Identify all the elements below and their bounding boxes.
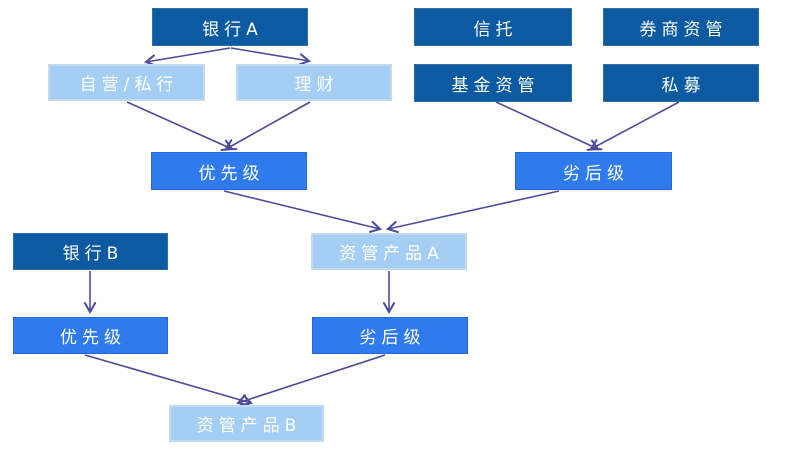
arrow-bank-a-to-proprietary [146, 47, 231, 62]
arrow-private-fund-to-subordinate-1 [591, 101, 680, 149]
node-senior-tranche-2: 优先级 [13, 317, 168, 354]
node-fund-asset-mgmt: 基金资管 [414, 64, 572, 102]
arrow-wealth-to-senior-1 [226, 101, 311, 149]
node-am-product-a: 资管产品A [311, 233, 467, 270]
node-subordinate-tranche-1: 劣后级 [515, 152, 672, 190]
arrow-senior-1-to-am-product-a [223, 190, 380, 229]
node-bank-a: 银行A [152, 8, 308, 46]
node-wealth-mgmt: 理财 [236, 64, 392, 101]
arrow-proprietary-to-senior-1 [126, 101, 232, 149]
node-am-product-b: 资管产品B [169, 405, 324, 442]
arrow-senior-2-to-am-product-b [84, 354, 251, 403]
arrow-subordinate-1-to-am-product-a [388, 190, 560, 229]
arrow-bank-a-to-wealth [230, 47, 309, 61]
arrow-subordinate-2-to-am-product-b [238, 354, 386, 403]
node-trust: 信托 [414, 8, 572, 46]
node-proprietary-private-banking: 自营/私行 [48, 64, 205, 101]
arrow-fund-am-to-subordinate-1 [495, 101, 598, 149]
node-private-fund: 私募 [603, 64, 759, 102]
node-bank-b: 银行B [13, 233, 168, 270]
node-broker-asset-mgmt: 券商资管 [603, 8, 759, 46]
node-senior-tranche-1: 优先级 [151, 152, 307, 190]
node-subordinate-tranche-2: 劣后级 [312, 317, 468, 354]
